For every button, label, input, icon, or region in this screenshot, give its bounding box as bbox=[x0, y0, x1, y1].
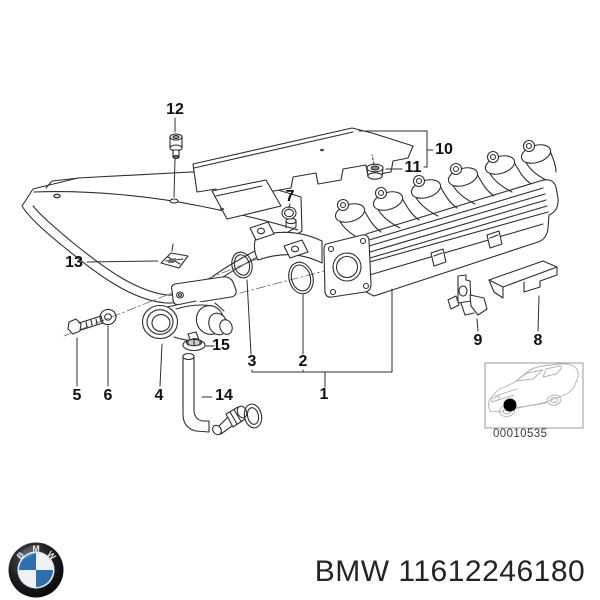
logo-letter-m: M bbox=[32, 544, 39, 554]
cover-strip-drawing bbox=[192, 127, 414, 220]
callout-2: 2 bbox=[298, 353, 308, 370]
logo-gloss bbox=[17, 544, 41, 560]
callout-9: 9 bbox=[473, 332, 483, 349]
o-ring-3-drawing bbox=[231, 251, 253, 279]
logo-quadrant-blue-br bbox=[36, 570, 53, 587]
throttle-flange-drawing bbox=[323, 234, 372, 298]
nut-11-drawing bbox=[366, 163, 384, 180]
grommet-15-drawing bbox=[182, 338, 206, 352]
callout-12: 12 bbox=[166, 101, 184, 118]
bolt-12-drawing bbox=[169, 133, 183, 159]
intake-runner bbox=[334, 139, 557, 241]
o-ring-2-drawing bbox=[288, 261, 314, 295]
logo-quadrant-white-bl bbox=[19, 570, 36, 587]
washer-6-drawing bbox=[99, 308, 117, 326]
leader-lines bbox=[76, 117, 540, 398]
callout-4: 4 bbox=[154, 387, 164, 404]
callout-7: 7 bbox=[285, 188, 295, 205]
callout-6: 6 bbox=[103, 387, 113, 404]
callout-5: 5 bbox=[72, 387, 82, 404]
intake-manifold-drawing bbox=[323, 139, 559, 298]
callout-1: 1 bbox=[319, 386, 329, 403]
part-number-text: BMW 11612246180 bbox=[314, 555, 586, 588]
bolt-5-drawing bbox=[67, 315, 104, 335]
seal-ring-7-drawing bbox=[281, 206, 297, 220]
callout-3: 3 bbox=[247, 353, 257, 370]
callout-11: 11 bbox=[404, 159, 422, 176]
bracket-9-drawing bbox=[447, 274, 488, 316]
callout-13: 13 bbox=[65, 254, 83, 271]
thermostat-fitting-drawing bbox=[212, 403, 263, 436]
bmw-logo: B M W bbox=[8, 540, 72, 600]
callout-14: 14 bbox=[215, 387, 233, 404]
clip-13-drawing bbox=[160, 252, 189, 269]
callout-10: 10 bbox=[435, 141, 453, 158]
callout-15: 15 bbox=[212, 337, 230, 354]
logo-quadrant-white-tr bbox=[36, 553, 53, 570]
car-thumbnail bbox=[484, 362, 584, 429]
location-dot bbox=[503, 398, 517, 412]
cover-8-drawing bbox=[488, 260, 558, 299]
callout-8: 8 bbox=[533, 332, 543, 349]
car-outline bbox=[488, 363, 579, 418]
car-thumbnail-code: 00010535 bbox=[493, 428, 548, 440]
logo-letter-b: B bbox=[15, 550, 27, 561]
air-duct-drawing bbox=[249, 217, 323, 264]
parts-diagram bbox=[21, 117, 584, 436]
logo-quadrant-blue-tl bbox=[19, 553, 36, 570]
hose-14-drawing bbox=[182, 352, 210, 433]
